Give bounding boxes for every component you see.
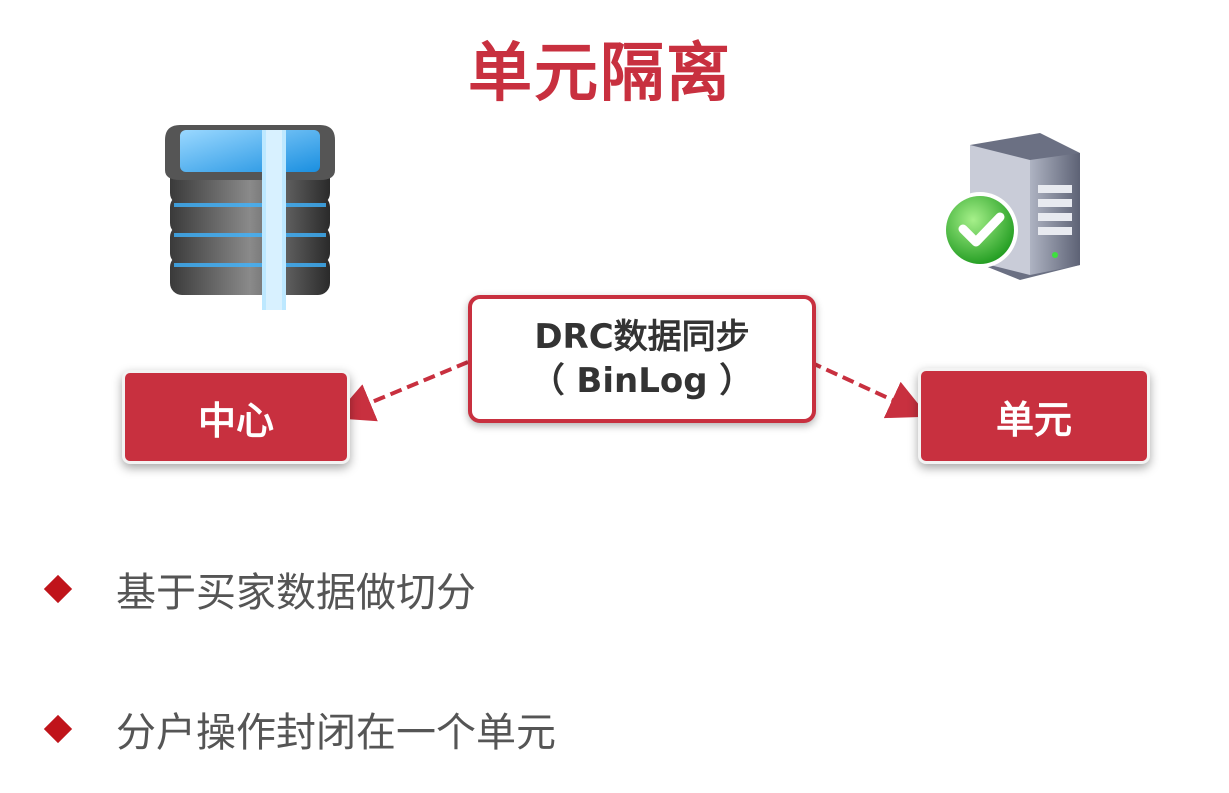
diamond-bullet-icon [43, 714, 73, 744]
database-icon [150, 105, 350, 335]
sync-label-line1: DRC数据同步 [534, 316, 750, 357]
bullet-item: 基于买家数据做切分 [42, 560, 476, 618]
center-node: 中心 [122, 370, 350, 464]
arrow-to-unit [809, 360, 929, 419]
sync-label-line2: （ BinLog ） [530, 361, 754, 401]
server-check-icon [930, 125, 1090, 285]
bullet-text: 基于买家数据做切分 [116, 570, 476, 616]
arrow-to-center [333, 360, 469, 422]
drc-sync-node: DRC数据同步 （ BinLog ） [468, 295, 816, 423]
bullet-text: 分户操作封闭在一个单元 [116, 710, 556, 756]
bullet-item: 分户操作封闭在一个单元 [42, 700, 556, 758]
page-title: 单元隔离 [468, 37, 732, 111]
diamond-bullet-icon [43, 574, 73, 604]
unit-node: 单元 [918, 368, 1150, 464]
